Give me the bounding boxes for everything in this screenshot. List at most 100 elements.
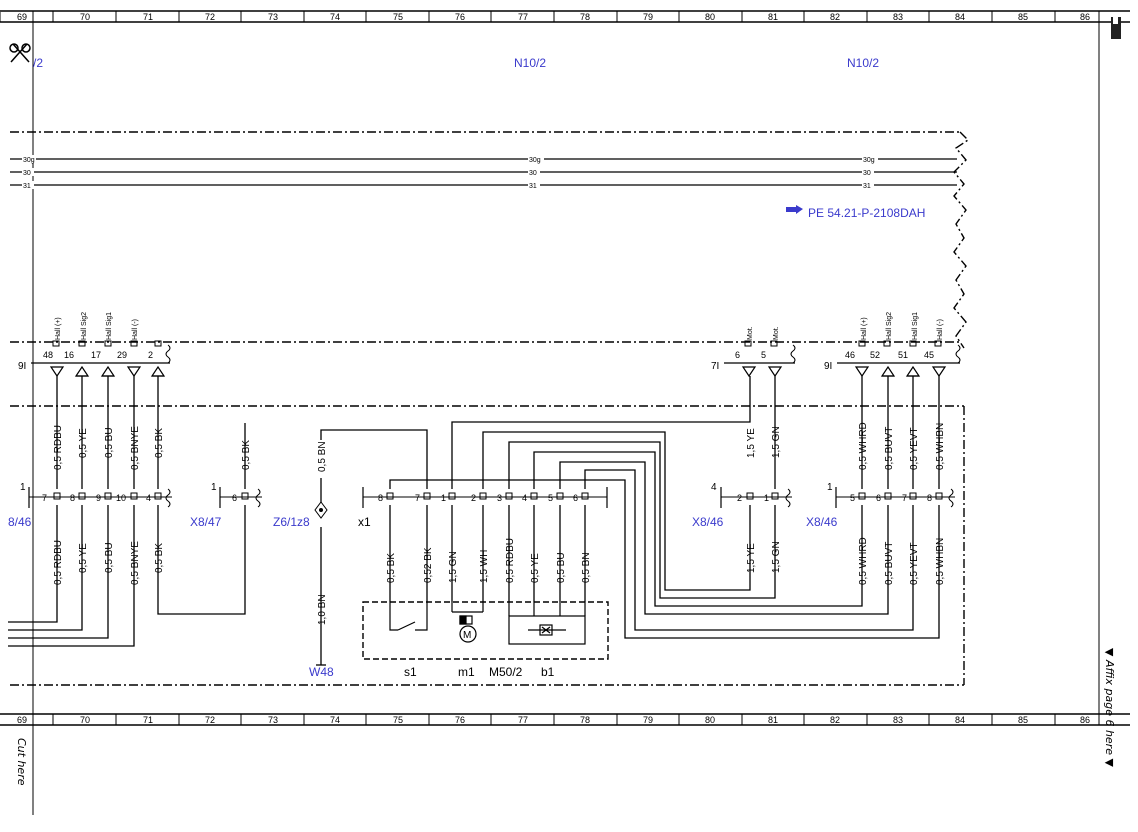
grid-col-label: 86 — [1080, 715, 1090, 725]
lower-connector-x8-46-a: 4 2 1 X8/46 — [692, 482, 792, 529]
wire-label: 0,5 BK — [386, 553, 397, 583]
wire-labels-upper: 0,5 RDBU 0,5 YE 0,5 BU 0,5 BNYE 0,5 BK 0… — [53, 422, 946, 472]
signal-label: Hall (-) — [937, 319, 944, 340]
module-label-partial: /2 — [33, 56, 43, 70]
sensor-icon — [508, 602, 586, 645]
grid-col-label: 77 — [518, 715, 528, 725]
grid-col-label: 85 — [1018, 715, 1028, 725]
wire-label: 0,5 WHRD — [858, 537, 869, 585]
pin-label: 4 — [146, 493, 151, 503]
wire-label: 1,5 YE — [746, 543, 757, 573]
pin-label: 8 — [70, 493, 75, 503]
pin-label: 45 — [924, 350, 934, 360]
scissors-icon — [9, 43, 31, 63]
grid-col-label: 75 — [393, 715, 403, 725]
signal-label: Hall (+) — [55, 317, 62, 340]
bus-lines — [10, 158, 957, 186]
grid-col-label: 73 — [268, 715, 278, 725]
wire-label: 0,5 BN — [581, 552, 592, 583]
pin-label: 46 — [845, 350, 855, 360]
grid-col-label: 72 — [205, 715, 215, 725]
wire-label: 0,5 RDBU — [505, 538, 516, 583]
svg-text:30: 30 — [863, 170, 871, 177]
signal-label: Mot. — [747, 326, 754, 340]
wire-label: 0,5 BN — [317, 441, 328, 472]
grid-col-label: 84 — [955, 12, 965, 22]
grid-col-label: 83 — [893, 12, 903, 22]
svg-text:31: 31 — [863, 183, 871, 190]
grid-col-label: 83 — [893, 715, 903, 725]
cut-note: Cut here — [15, 738, 28, 786]
signal-label: Hall (-) — [132, 319, 139, 340]
component-label: m1 — [458, 665, 475, 679]
grid-col-label: 71 — [143, 12, 153, 22]
pin-label: 2 — [148, 350, 153, 360]
wire-label: 0,5 YEVT — [909, 542, 920, 585]
grid-col-label: 79 — [643, 12, 653, 22]
grid-col-label: 79 — [643, 715, 653, 725]
pin-label: 17 — [91, 350, 101, 360]
wire-label: 0,5 BU — [104, 427, 115, 458]
motor-icon: M — [451, 602, 484, 643]
wire-label: 0,5 BU — [104, 542, 115, 573]
pin-label: 2 — [737, 493, 742, 503]
component-label: b1 — [541, 665, 555, 679]
grid-col-label: 71 — [143, 715, 153, 725]
ground-label: W48 — [309, 665, 334, 679]
grid-col-label: 74 — [330, 715, 340, 725]
upper-connector-left: 9I 48 16 17 29 2 Hall (+) Hall Sig2 Hall… — [18, 312, 171, 377]
grid-col-label: 73 — [268, 12, 278, 22]
pin-label: 9 — [96, 493, 101, 503]
pin-label: 48 — [43, 350, 53, 360]
wire-label: 0,5 WHBN — [935, 538, 946, 585]
pin-label: 6 — [735, 350, 740, 360]
pin-label: 1 — [764, 493, 769, 503]
grid-col-label: 72 — [205, 12, 215, 22]
wire-label: 0,5 RDBU — [53, 425, 64, 470]
connector-name: 9I — [18, 361, 26, 372]
pointing-hand-icon — [786, 205, 803, 214]
pin-label: 10 — [116, 493, 126, 503]
grid-col-label: 81 — [768, 715, 778, 725]
pin-label: 7 — [902, 493, 907, 503]
wire-label: 0,5 BNYE — [130, 426, 141, 470]
pin-label: 2 — [471, 493, 476, 503]
lower-connector-x8-47: 1 6 X8/47 — [190, 482, 262, 529]
lower-connector-left: 1 7 8 9 10 4 8/46 — [8, 482, 172, 529]
switch-icon — [389, 602, 428, 631]
grid-col-label: 78 — [580, 12, 590, 22]
connector-name: 7I — [711, 361, 719, 372]
pin-label: 5 — [548, 493, 553, 503]
wire-label: 0,5 WHBN — [935, 423, 946, 470]
pin-label: 29 — [117, 350, 127, 360]
wire-labels-lower: 0,5 RDBU 0,5 YE 0,5 BU 0,5 BNYE 0,5 BK 0… — [53, 537, 946, 625]
grid-col-label: 76 — [455, 715, 465, 725]
module-label: N10/2 — [514, 56, 546, 70]
grid-col-label: 78 — [580, 715, 590, 725]
wire-label: 0,5 BNYE — [130, 541, 141, 585]
lower-connector-x8-46-b: 1 5 6 7 8 X8/46 — [806, 482, 955, 529]
page-tab-icon — [1111, 17, 1121, 39]
grid-col-label: 84 — [955, 715, 965, 725]
svg-text:30: 30 — [529, 170, 537, 177]
pin-label: 5 — [761, 350, 766, 360]
signal-label: Hall (+) — [861, 317, 868, 340]
wire-label: 0,5 YE — [78, 543, 89, 573]
svg-text:30g: 30g — [23, 157, 35, 164]
pin-label: 51 — [898, 350, 908, 360]
module-label: N10/2 — [847, 56, 879, 70]
pin-label: 4 — [522, 493, 527, 503]
connector-name: X8/46 — [692, 515, 724, 529]
grid-col-label: 69 — [17, 12, 27, 22]
lower-connector-x1: 8 7 1 2 3 4 5 6 x1 — [358, 487, 608, 529]
bottom-ruler — [0, 713, 1130, 726]
upper-connector-right: 9I 46 52 51 45 Hall (+) Hall Sig2 Hall S… — [824, 312, 961, 377]
component-m50-2: M s1 m1 M50/2 b1 — [362, 601, 609, 679]
affix-note: ▼ Affix page 6 here ▼ — [1103, 648, 1116, 767]
wire-label: 0,5 YE — [78, 428, 89, 458]
top-ruler — [0, 10, 1130, 725]
connector-name: X8/47 — [190, 515, 222, 529]
pin-label: 6 — [876, 493, 881, 503]
